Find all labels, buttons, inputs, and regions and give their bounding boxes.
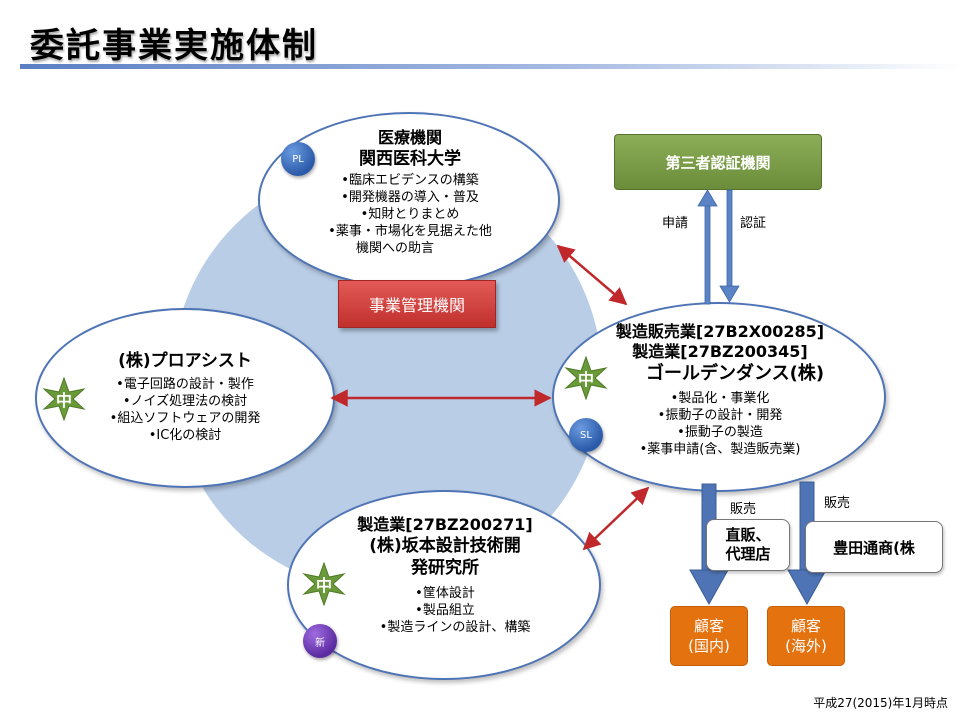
node-university-type: 医療機関 (377, 128, 442, 147)
node-proassist-item: •ノイズ処理法の検討 (122, 394, 248, 409)
third-party-certifier-box[interactable]: 第三者認証機関 (614, 134, 822, 190)
chu-star-icon: 中 (302, 561, 346, 607)
certify-label: 認証 (740, 216, 767, 231)
customer-overseas-box[interactable]: 顧客 (海外) (767, 606, 845, 666)
red-arrow-sakamoto-goldendance (582, 486, 650, 551)
customer-domestic-line2: (国内) (688, 637, 730, 655)
customer-overseas-line1: 顧客 (790, 617, 821, 635)
chu-star-icon: 中 (564, 355, 608, 401)
node-university-item: 機関への助言 (355, 241, 434, 256)
pl-badge: PL (281, 142, 315, 176)
node-sakamoto[interactable] (287, 490, 601, 680)
chu-star-label: 中 (577, 370, 594, 389)
direct-sales-line1: 直販、 (725, 526, 771, 544)
node-sakamoto-license: 製造業[27BZ200271] (357, 515, 533, 534)
sl-badge: SL (569, 418, 603, 452)
customer-domestic-line1: 顧客 (693, 617, 724, 635)
node-goldendance-text: 製造販売業[27B2X00285] 製造業[27BZ200345] ゴールデンダ… (590, 322, 850, 458)
node-sakamoto-name2: 発研究所 (411, 558, 479, 578)
node-sakamoto-item: •製造ラインの設計、構築 (379, 620, 531, 635)
customer-domestic-box[interactable]: 顧客 (国内) (670, 606, 748, 666)
node-proassist-text: (株)プロアシスト •電子回路の設計・製作 •ノイズ処理法の検討 •組込ソフトウ… (80, 350, 290, 444)
toyota-tsusho-box[interactable]: 豊田通商(株 (805, 521, 943, 573)
node-goldendance-item: •製品化・事業化 (670, 391, 770, 406)
node-university-item: •開発機器の導入・普及 (341, 190, 479, 205)
node-university-item: •知財とりまとめ (360, 207, 460, 222)
node-sakamoto-name1: (株)坂本設計技術開 (369, 536, 521, 556)
node-goldendance-item: •薬事申請(含、製造販売業) (639, 442, 801, 457)
title-underline (20, 64, 960, 69)
node-sakamoto-text: 製造業[27BZ200271] (株)坂本設計技術開 発研究所 •筐体設計 •製… (330, 515, 560, 636)
red-arrow-university-goldendance (556, 244, 628, 306)
node-goldendance-item: •振動子の製造 (677, 425, 763, 440)
as-of-date: 平成27(2015)年1月時点 (813, 696, 948, 710)
node-proassist[interactable] (35, 308, 335, 488)
node-proassist-name: (株)プロアシスト (118, 351, 252, 371)
node-sakamoto-item: •製品組立 (415, 603, 475, 618)
chu-star-icon: 中 (42, 376, 86, 422)
node-university-item: •薬事・市場化を見据えた他 (328, 224, 492, 239)
blue-arrow-apply (697, 189, 718, 305)
node-goldendance-name: ゴールデンダンス(株) (645, 363, 825, 384)
node-university-text: 医療機関 関西医科大学 •臨床エビデンスの構築 •開発機器の導入・普及 •知財と… (290, 128, 530, 257)
sales-label-domestic: 販売 (730, 502, 757, 517)
node-goldendance-item: •振動子の設計・開発 (657, 408, 783, 423)
chu-star-label: 中 (55, 391, 72, 410)
node-proassist-item: •IC化の検討 (148, 428, 222, 443)
node-goldendance[interactable] (552, 302, 886, 492)
direct-sales-line2: 代理店 (725, 545, 771, 563)
direct-sales-box[interactable]: 直販、 代理店 (706, 519, 790, 571)
new-badge: 新 (303, 624, 337, 658)
customer-overseas-line2: (海外) (785, 637, 827, 655)
node-goldendance-license2: 製造業[27BZ200345] (632, 342, 808, 361)
node-proassist-item: •電子回路の設計・製作 (116, 377, 254, 392)
node-goldendance-license1: 製造販売業[27B2X00285] (615, 322, 825, 341)
node-proassist-item: •組込ソフトウェアの開発 (109, 411, 261, 426)
chu-star-label: 中 (315, 576, 332, 595)
node-sakamoto-item: •筐体設計 (415, 586, 475, 601)
node-university-item: •臨床エビデンスの構築 (341, 173, 479, 188)
sales-label-overseas: 販売 (824, 496, 851, 511)
node-university-name: 関西医科大学 (359, 149, 461, 169)
blue-arrow-certify (719, 189, 740, 303)
management-organization-box[interactable]: 事業管理機関 (338, 280, 496, 328)
apply-label: 申請 (662, 216, 689, 231)
page-title: 委託事業実施体制 (30, 26, 318, 66)
